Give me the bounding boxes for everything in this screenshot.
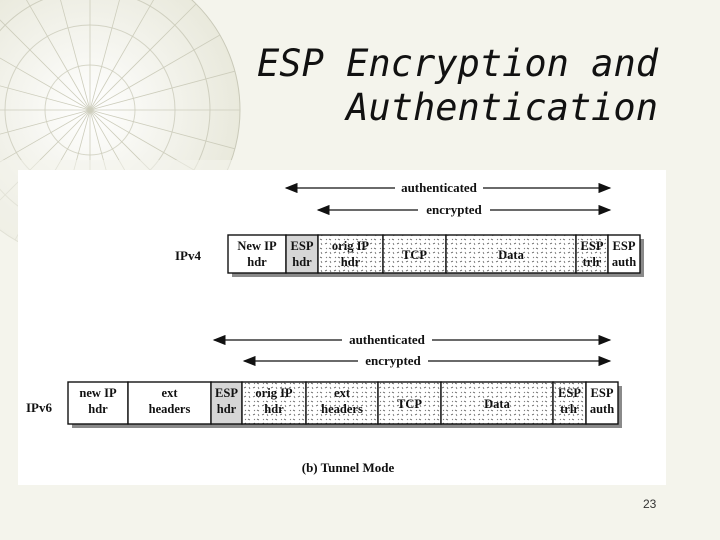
packet-field-label: orig IP bbox=[255, 386, 293, 400]
packet-field-label: hdr bbox=[247, 255, 267, 269]
packet-field-label: ESP bbox=[613, 239, 636, 253]
packet-field-label: ext bbox=[334, 386, 351, 400]
globe-ray bbox=[26, 0, 91, 111]
packet-field bbox=[127, 381, 212, 425]
packet-field-label: hdr bbox=[341, 255, 361, 269]
ipv6-encrypted-label: encrypted bbox=[365, 353, 421, 368]
globe-ray bbox=[60, 0, 91, 111]
packet-field-label: Data bbox=[498, 248, 524, 262]
diagram-caption: (b) Tunnel Mode bbox=[302, 460, 395, 475]
packet-field-label: ESP bbox=[591, 386, 614, 400]
packet-field-label: trlr bbox=[583, 255, 602, 269]
globe-ray bbox=[89, 0, 154, 111]
packet-field bbox=[67, 381, 129, 425]
packet-field-label: ESP bbox=[291, 239, 314, 253]
packet-field bbox=[552, 381, 587, 425]
packet-field bbox=[227, 234, 287, 274]
globe-ray bbox=[0, 109, 91, 135]
diagram-canvas: authenticated encrypted IPv4 New IPhdrES… bbox=[26, 180, 644, 475]
ipv4-authenticated-label: authenticated bbox=[401, 180, 478, 195]
packet-field-label: trlr bbox=[560, 402, 579, 416]
ipv6-packet: new IP hdr ext headers ESP hdr orig IP hdr ext he… bbox=[67, 381, 622, 428]
globe-ray bbox=[0, 109, 91, 163]
packet-field bbox=[440, 381, 554, 425]
ipv4-authenticated-span: authenticated bbox=[284, 180, 612, 195]
packet-field-label: ESP bbox=[558, 386, 581, 400]
ipv4-packet: New IP hdr ESP hdr orig IP hdr TCP Data ESP trlr E… bbox=[227, 234, 644, 277]
title-line-2: Authentication bbox=[346, 86, 658, 129]
packet-field bbox=[285, 234, 319, 274]
packet-field-label: TCP bbox=[402, 248, 427, 262]
packet-field-label: auth bbox=[612, 255, 636, 269]
slide-title: ESP Encryption and Authentication bbox=[257, 42, 658, 130]
packet-field bbox=[382, 234, 447, 274]
packet-field-label: Data bbox=[484, 397, 510, 411]
ipv4-label: IPv4 bbox=[175, 248, 202, 263]
packet-field-label: headers bbox=[149, 402, 191, 416]
page-number: 23 bbox=[643, 497, 657, 511]
packet-field-label: ESP bbox=[215, 386, 238, 400]
globe-ray bbox=[89, 34, 221, 111]
globe-ray bbox=[89, 109, 235, 150]
packet-field bbox=[585, 381, 619, 425]
packet-field-label: TCP bbox=[397, 397, 422, 411]
globe-ray bbox=[89, 0, 120, 111]
packet-field bbox=[210, 381, 243, 425]
packet-field-label: headers bbox=[321, 402, 363, 416]
packet-field-label: ext bbox=[162, 386, 179, 400]
globe-ray bbox=[89, 70, 235, 111]
ipv6-encrypted-span: encrypted bbox=[242, 353, 612, 368]
title-line-1: ESP Encryption and bbox=[257, 42, 658, 85]
packet-field-label: hdr bbox=[292, 255, 312, 269]
packet-field bbox=[575, 234, 609, 274]
ipv6-authenticated-label: authenticated bbox=[349, 332, 426, 347]
packet-field bbox=[607, 234, 641, 274]
globe-ray bbox=[0, 19, 91, 111]
packet-field-label: new IP bbox=[79, 386, 117, 400]
packet-field-label: ESP bbox=[581, 239, 604, 253]
packet-field-label: New IP bbox=[237, 239, 277, 253]
ipv4-encrypted-label: encrypted bbox=[426, 202, 482, 217]
packet-field-label: hdr bbox=[217, 402, 237, 416]
globe-ray bbox=[89, 3, 197, 111]
packet-field-label: hdr bbox=[264, 402, 284, 416]
ipv6-authenticated-span: authenticated bbox=[212, 332, 612, 347]
packet-field bbox=[241, 381, 307, 425]
packet-field-label: hdr bbox=[88, 402, 108, 416]
packet-field bbox=[445, 234, 577, 274]
packet-field-label: auth bbox=[590, 402, 614, 416]
globe-ray bbox=[0, 85, 91, 111]
ipv4-encrypted-span: encrypted bbox=[316, 202, 612, 217]
globe-ray bbox=[0, 57, 91, 111]
packet-field-label: orig IP bbox=[332, 239, 370, 253]
ipv6-label: IPv6 bbox=[26, 400, 53, 415]
packet-field bbox=[377, 381, 442, 425]
